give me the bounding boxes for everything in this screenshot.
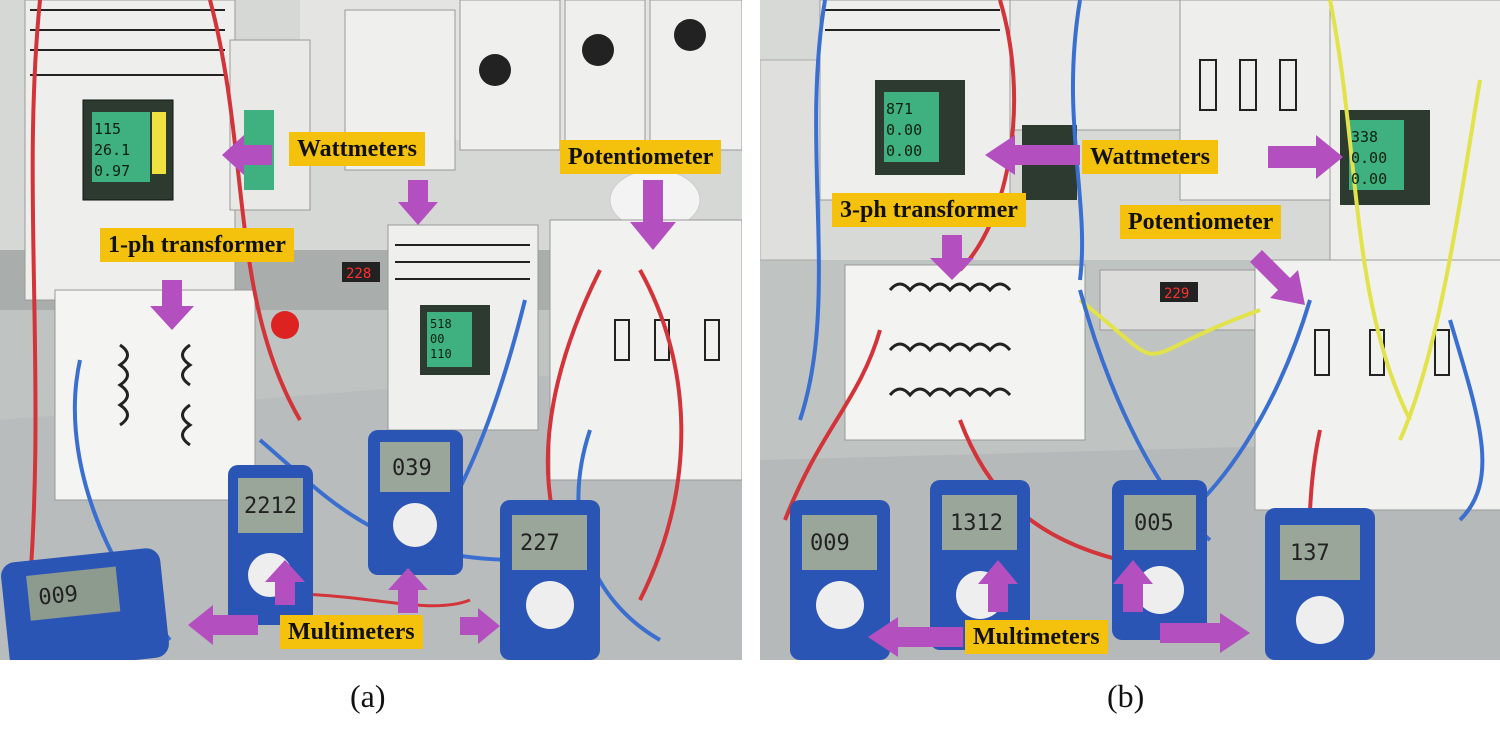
arrow-down-icon — [398, 180, 438, 225]
arrow-left-icon — [188, 605, 258, 645]
multimeter-b-4 — [1265, 508, 1375, 660]
label-transformer-a: 1-ph transformer — [100, 228, 294, 262]
arrow-left-icon — [868, 617, 963, 657]
lab-bench-scene-b: 229 — [760, 0, 1500, 660]
multimeter-a-1 — [1, 548, 169, 660]
multimeter-a-4 — [500, 500, 600, 660]
arrow-up-icon — [388, 568, 428, 613]
counter-b-readout: 229 — [1164, 286, 1189, 302]
label-transformer-b: 3-ph transformer — [832, 193, 1026, 227]
photo-panel-a: 228 115 — [0, 0, 742, 660]
arrow-down-right-icon — [1250, 250, 1305, 305]
caption-a: (a) — [350, 678, 386, 714]
wattmeter-a-main-line-3: 0.97 — [94, 162, 130, 180]
label-potentiometer-b: Potentiometer — [1120, 205, 1282, 239]
arrow-up-icon — [1113, 560, 1153, 612]
multimeter-b-2-readout: 1312 — [950, 511, 1003, 536]
multimeter-b-1-readout: 009 — [810, 531, 850, 556]
wattmeter-b-left-line-2: 0.00 — [886, 121, 922, 139]
wattmeter-b-right-line-3: 0.00 — [1351, 170, 1387, 188]
arrow-left-icon — [985, 135, 1080, 175]
wattmeter-a-second-line-2: 00 — [430, 332, 444, 346]
label-wattmeters-b: Wattmeters — [1082, 140, 1218, 174]
wattmeter-b-left-line-3: 0.00 — [886, 142, 922, 160]
multimeter-a-1-readout: 009 — [37, 582, 79, 611]
photo-panel-b: 229 — [760, 0, 1500, 660]
label-multimeters-a: Multimeters — [280, 615, 423, 649]
wattmeter-b-right-line-2: 0.00 — [1351, 149, 1387, 167]
caption-b: (b) — [1107, 678, 1145, 714]
multimeter-a-3-readout: 039 — [392, 456, 432, 481]
wattmeter-b-left-line-1: 871 — [886, 100, 913, 118]
arrow-down-icon — [150, 280, 194, 330]
multimeter-b-4-readout: 137 — [1290, 541, 1330, 566]
arrow-right-icon — [1268, 135, 1343, 179]
label-multimeters-b: Multimeters — [965, 620, 1108, 654]
lab-bench-scene-a: 228 115 — [0, 0, 742, 660]
arrow-up-icon — [978, 560, 1018, 612]
multimeter-a-3 — [368, 430, 463, 575]
arrow-down-icon — [630, 180, 676, 250]
multimeter-b-1 — [790, 500, 890, 660]
multimeter-a-4-readout: 227 — [520, 531, 560, 556]
arrow-right-icon — [460, 608, 500, 644]
arrow-up-icon — [265, 560, 305, 605]
arrow-left-icon — [222, 135, 272, 175]
multimeter-b-3-readout: 005 — [1134, 511, 1174, 536]
arrow-down-icon — [930, 235, 974, 280]
label-potentiometer-a: Potentiometer — [560, 140, 722, 174]
counter-a-readout: 228 — [346, 266, 371, 282]
multimeter-a-2-readout: 2212 — [244, 494, 297, 519]
wattmeter-a-main-line-2: 26.1 — [94, 141, 130, 159]
arrow-right-icon — [1160, 613, 1250, 653]
label-wattmeters-a: Wattmeters — [289, 132, 425, 166]
wattmeter-a-second-line-3: 110 — [430, 347, 452, 361]
wattmeter-b-right-line-1: 338 — [1351, 128, 1378, 146]
wattmeter-a-second-line-1: 518 — [430, 317, 452, 331]
wattmeter-a-main-line-1: 115 — [94, 120, 121, 138]
